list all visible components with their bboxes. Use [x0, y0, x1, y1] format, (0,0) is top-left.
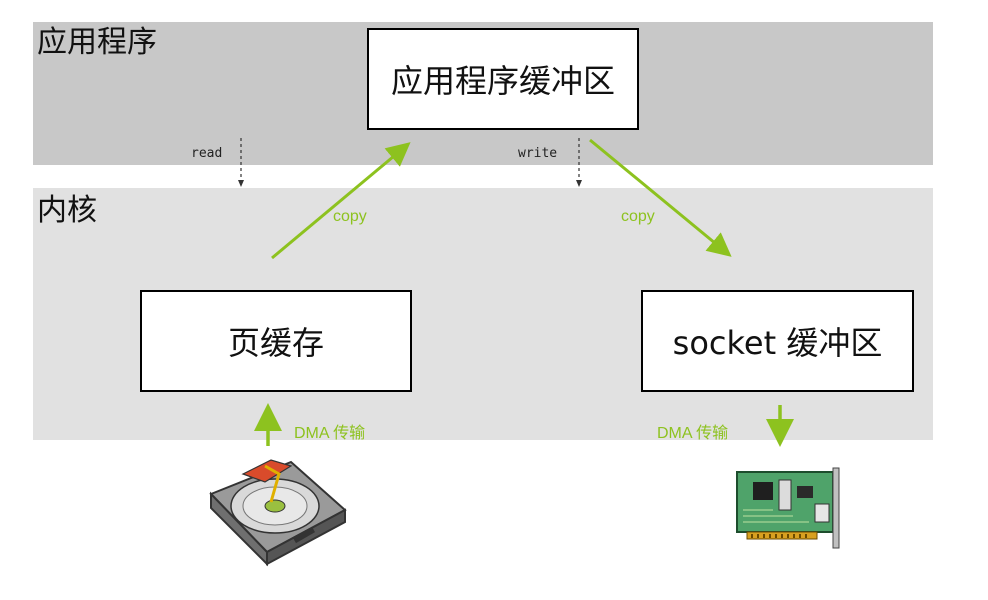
page-cache-label: 页缓存 [227, 324, 324, 362]
read-call-label: read [191, 146, 223, 161]
copy-down-arrow [589, 138, 732, 257]
dma-out-label: DMA 传输 [657, 425, 729, 442]
kernel-layer-label: 内核 [37, 193, 97, 228]
app-buffer-label: 应用程序缓冲区 [390, 62, 615, 100]
dma-in-label: DMA 传输 [294, 425, 366, 442]
copy-down-label: copy [621, 208, 655, 225]
copy-up-label: copy [333, 208, 367, 225]
socket-buffer-box: socket 缓冲区 [641, 290, 914, 392]
hard-disk-icon [209, 459, 347, 567]
app-buffer-box: 应用程序缓冲区 [367, 28, 639, 130]
network-card-icon [736, 467, 840, 549]
application-layer-label: 应用程序 [37, 25, 157, 60]
write-call-label: write [518, 146, 558, 161]
socket-buffer-label: socket 缓冲区 [672, 324, 883, 362]
page-cache-box: 页缓存 [140, 290, 412, 392]
copy-up-arrow [271, 142, 411, 260]
